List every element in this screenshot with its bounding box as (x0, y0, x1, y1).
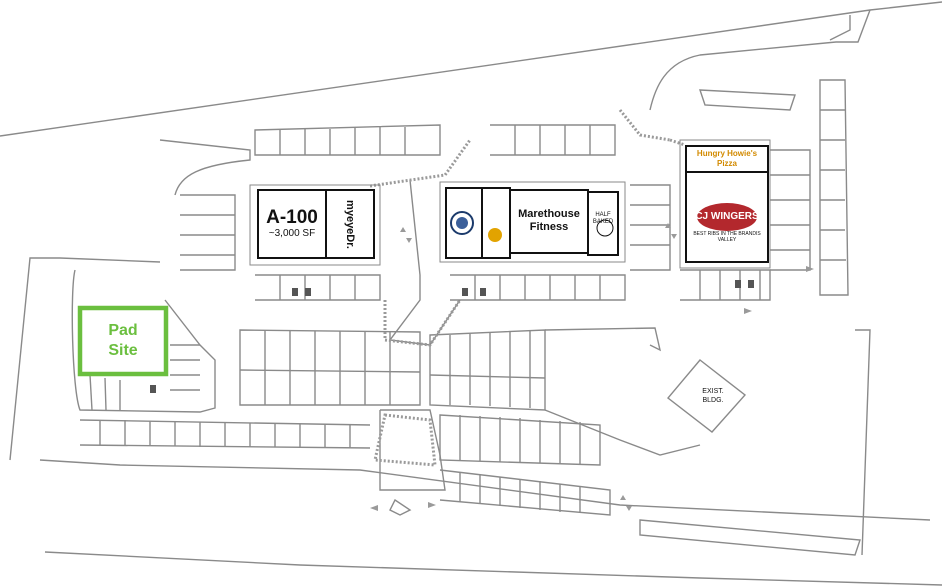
cj-wingers-logo-text: CJ WINGERS (695, 211, 759, 222)
cj-wingers-tagline: BEST RIBS IN THE BRANDIS VALLEY (693, 231, 761, 243)
parking-row-southeast (439, 414, 601, 466)
drive-aisle-north (649, 9, 871, 111)
unit-a100-size: ~3,000 SF (268, 228, 316, 239)
pad-site-label-line2: Site (108, 342, 138, 359)
cj-wingers-logo-shape (697, 203, 757, 231)
half-baked-logo-text: HALF BAKED (592, 212, 614, 225)
marethouse-name-2: Fitness (529, 221, 569, 233)
pad-site-outline (77, 305, 169, 377)
drive-aisle-south (39, 459, 931, 521)
parking-block-west (239, 329, 421, 406)
unit-left-2 (481, 187, 511, 259)
property-line-north (0, 1, 942, 137)
pad-perimeter-road (9, 257, 161, 461)
unit-half-baked (587, 191, 619, 256)
pad-parking-loop (71, 269, 216, 413)
pad-site-label-line1: Pad (108, 322, 138, 339)
hungry-howies-logo-line2: Pizza (716, 159, 737, 168)
tenant-emblem-logo (488, 228, 502, 242)
myeyedr-logo-text: myeyeDr. (344, 200, 357, 249)
unit-a100-name: A-100 (266, 207, 318, 228)
marethouse-name: Marethouse (518, 208, 580, 220)
exist-bldg-label-line1: EXIST. (702, 388, 724, 395)
tenant-seal-logo (450, 211, 474, 235)
exist-bldg-label-line2: BLDG. (702, 397, 724, 404)
unit-myeyedr (325, 189, 375, 259)
unit-cj-wingers (685, 171, 769, 263)
existing-building-outline (666, 359, 747, 433)
parking-block-center (429, 329, 546, 411)
parking-row-east (819, 79, 849, 296)
property-line-south (44, 551, 942, 586)
hungry-howies-logo-line1: Hungry Howie's (696, 149, 758, 158)
